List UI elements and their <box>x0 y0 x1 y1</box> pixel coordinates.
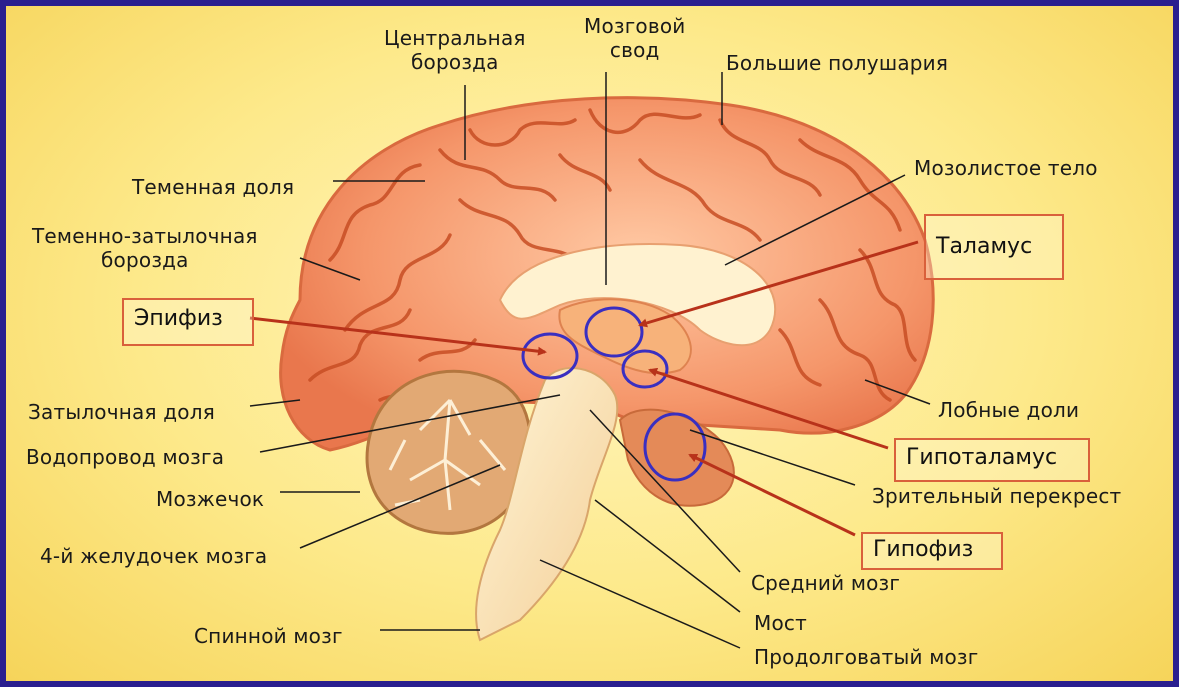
label-fornix-line1: Мозговой <box>584 14 686 38</box>
arrows <box>249 240 919 537</box>
label-hypothalamus: Гипоталамус <box>894 438 1090 482</box>
label-spinal-cord: Спинной мозг <box>194 624 343 648</box>
leader-lines <box>249 72 931 649</box>
label-optic-chiasm: Зрительный перекрест <box>872 484 1122 508</box>
highlight-circles <box>521 306 707 482</box>
label-fornix: Мозговой свод <box>584 14 686 62</box>
label-parieto-occipital-sulcus: Теменно-затылочная борозда <box>32 224 258 272</box>
label-fourth-ventricle: 4-й желудочек мозга <box>40 544 268 568</box>
label-pituitary: Гипофиз <box>861 532 1003 570</box>
label-hemispheres: Большие полушария <box>726 51 949 75</box>
label-corpus-callosum: Мозолистое тело <box>914 156 1098 180</box>
label-cerebellum: Мозжечок <box>156 487 265 511</box>
brain-illustration <box>249 72 935 649</box>
label-parietal-lobe: Теменная доля <box>132 175 295 199</box>
label-thalamus: Таламус <box>924 214 1064 280</box>
label-fornix-line2: свод <box>609 38 660 62</box>
label-central-sulcus: Центральная борозда <box>384 26 526 74</box>
label-central-sulcus-line2: борозда <box>411 50 499 74</box>
corpus-callosum-shape <box>498 243 776 347</box>
cerebellum-shape <box>365 369 532 535</box>
label-medulla: Продолговатый мозг <box>754 645 979 669</box>
label-aqueduct: Водопровод мозга <box>26 445 225 469</box>
label-central-sulcus-line1: Центральная <box>384 26 526 50</box>
label-pineal: Эпифиз <box>122 298 254 346</box>
brainstem-shape <box>475 367 619 642</box>
label-pons: Мост <box>754 611 807 635</box>
gyri <box>308 108 917 402</box>
label-pos-line1: Теменно-затылочная <box>32 224 258 248</box>
label-frontal-lobes: Лобные доли <box>938 398 1080 422</box>
label-pos-line2: борозда <box>101 248 189 272</box>
label-occipital-lobe: Затылочная доля <box>28 400 215 424</box>
label-midbrain: Средний мозг <box>751 571 901 595</box>
